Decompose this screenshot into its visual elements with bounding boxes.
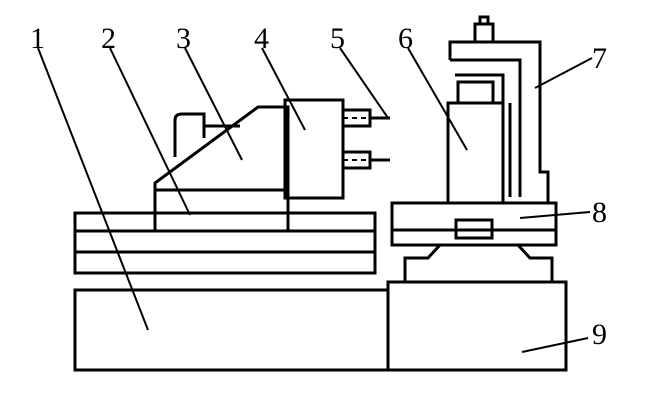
label-6: 6	[398, 22, 413, 55]
part-3-drive-head	[153, 105, 290, 190]
label-4: 4	[254, 22, 269, 55]
part-1-bed	[73, 288, 388, 372]
part-4-spindle-box	[283, 98, 345, 200]
label-1: 1	[30, 22, 45, 55]
part-6-fixture	[446, 73, 512, 205]
part-5-tool-centerlines	[343, 117, 370, 161]
part-8-worktable	[390, 201, 558, 282]
part-5-tools	[341, 108, 390, 170]
part-2-carriage	[153, 188, 290, 233]
label-7: 7	[592, 42, 607, 75]
label-8: 8	[592, 196, 607, 229]
label-5: 5	[330, 22, 345, 55]
part-9-base-block	[386, 280, 568, 372]
part-2-slide-rails	[73, 211, 377, 275]
label-3: 3	[176, 22, 191, 55]
label-9: 9	[592, 318, 607, 351]
label-2: 2	[101, 22, 116, 55]
part-7-column-frame	[448, 15, 550, 203]
leader-lines	[37, 47, 593, 353]
